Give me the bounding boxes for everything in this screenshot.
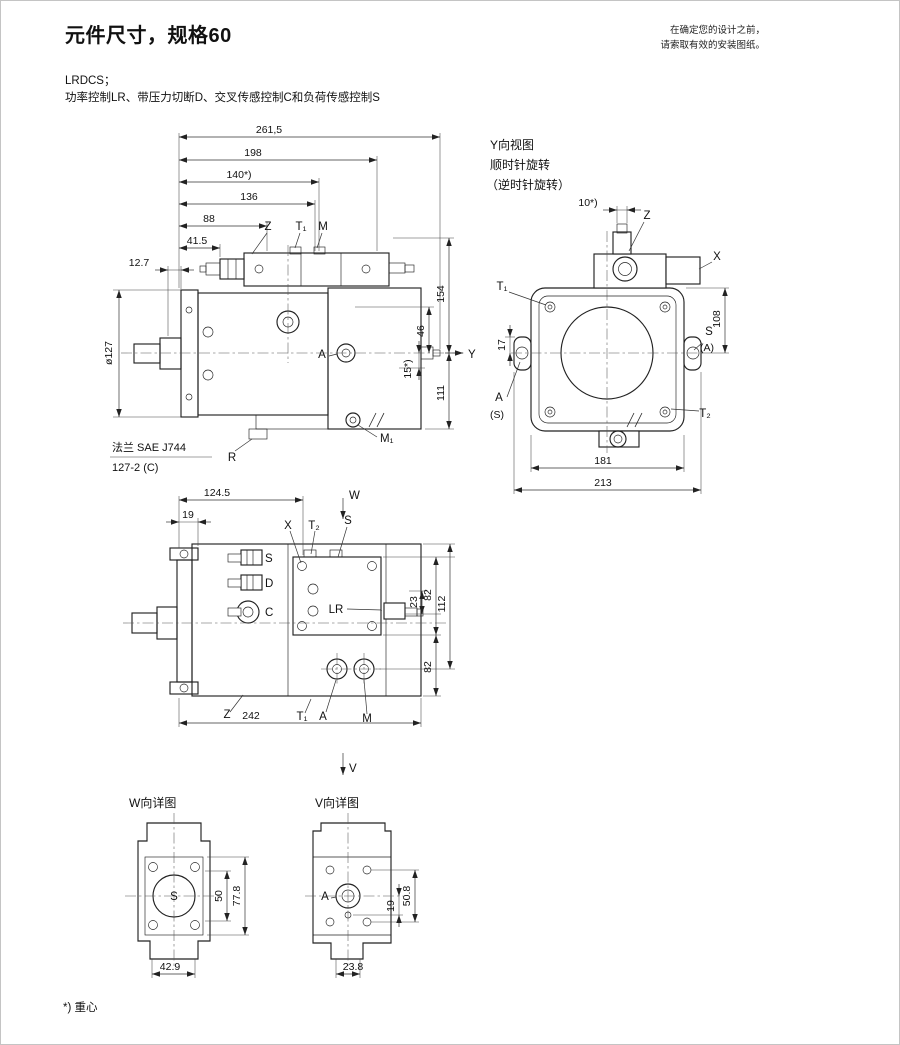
port-label-t2: T₂	[308, 520, 320, 532]
dim-19: 19	[385, 900, 397, 912]
dim-213: 213	[594, 477, 612, 489]
top-view-dimension-lines	[166, 497, 453, 775]
view-arrow-label-v: V	[349, 763, 357, 775]
dim-17: 17	[496, 339, 508, 351]
dim-50-8: 50.8	[401, 886, 413, 907]
dim-82-upper: 82	[422, 589, 434, 601]
design-note-line2: 请索取有效的安装图纸。	[660, 40, 765, 52]
y-view-subtitle1: 顺时针旋转	[490, 157, 550, 172]
control-label-lr: LR	[329, 604, 344, 616]
dim-198: 198	[244, 147, 262, 159]
dim-23: 23	[408, 596, 420, 608]
y-view-leader-lines	[506, 221, 713, 412]
port-label-d: D	[265, 578, 273, 590]
dim-136: 136	[240, 191, 258, 203]
w-detail-title: W向详图	[129, 795, 176, 810]
w-detail-view: W向详图	[125, 795, 249, 978]
dim-flange-diameter: ø127	[103, 341, 115, 365]
y-view-extension-lines	[505, 206, 729, 494]
port-label-z: Z	[643, 210, 650, 222]
top-view: 124.5 19 X T₂ S W S D C LR 23 82 112 82 …	[123, 487, 455, 775]
dim-82-lower: 82	[422, 661, 434, 673]
port-label-c: C	[265, 607, 273, 619]
top-view-outline	[123, 543, 449, 697]
port-label-x: X	[713, 251, 721, 263]
dim-46: 46	[415, 325, 427, 337]
port-label-m1: M₁	[380, 433, 394, 445]
port-label-s: S	[705, 326, 713, 338]
w-detail-dimensions	[151, 856, 249, 978]
control-code: LRDCS；	[65, 75, 116, 87]
dim-10-cog: 10*)	[578, 197, 597, 209]
side-view: 261,5 198 140*) 136 88 41.5 12.7 Z T₁ M …	[103, 124, 476, 474]
dim-19: 19	[182, 509, 194, 521]
dim-12-7: 12.7	[129, 257, 150, 269]
port-label-z: Z	[223, 709, 230, 721]
page-title: 元件尺寸，规格60	[65, 25, 232, 47]
y-view-dimension-lines	[507, 207, 728, 493]
v-detail-outline	[305, 813, 403, 967]
y-view-subtitle2: （逆时针旋转）	[486, 177, 570, 192]
dim-15-cog: 15*)	[402, 359, 414, 378]
flange-spec-line2: 127-2 (C)	[112, 462, 158, 474]
port-label-s-alt: (A)	[700, 342, 714, 354]
design-note-line1: 在确定您的设计之前，	[669, 25, 765, 36]
top-view-leader-lines	[229, 526, 383, 715]
port-label-t1: T₁	[296, 221, 307, 233]
port-label-z: Z	[264, 221, 271, 233]
control-description: LRDCS； 功率控制LR、带压力切断D、交叉传感控制C和负荷传感控制S	[65, 73, 380, 108]
dim-140-cog: 140*)	[226, 169, 251, 181]
side-view-dimension-lines	[116, 134, 463, 429]
side-view-leader-lines	[234, 232, 378, 452]
v-detail-dimensions	[335, 869, 419, 978]
side-view-extension-lines	[110, 133, 454, 458]
y-view: Y向视图 顺时针旋转 （逆时针旋转） 10*) Z X T₁ T₂ S (A) …	[486, 137, 729, 494]
port-label-t2: T₂	[699, 408, 711, 420]
port-label-m: M	[362, 713, 372, 725]
y-view-outline	[511, 223, 705, 453]
dim-124-5: 124.5	[204, 487, 230, 499]
port-label-t1: T₁	[497, 281, 508, 293]
view-arrow-label-w: W	[349, 490, 360, 502]
port-label-a-alt: (S)	[490, 409, 504, 421]
dim-111: 111	[435, 385, 447, 401]
dim-154: 154	[435, 285, 447, 303]
dim-88: 88	[203, 213, 215, 225]
side-view-outline	[121, 245, 466, 440]
v-detail-view: V向详图	[305, 795, 419, 978]
view-arrow-label-y: Y	[468, 349, 476, 361]
port-label-x: X	[284, 520, 292, 532]
control-description-line: 功率控制LR、带压力切断D、交叉传感控制C和负荷传感控制S	[65, 92, 380, 105]
port-label-s: S	[265, 553, 273, 565]
dim-overall-length: 261,5	[256, 124, 282, 136]
dim-77-8: 77.8	[231, 886, 243, 907]
v-detail-title: V向详图	[315, 795, 359, 810]
port-label-s: S	[170, 891, 178, 903]
y-view-title: Y向视图	[490, 137, 534, 152]
port-label-r: R	[228, 452, 236, 464]
dim-112: 112	[436, 595, 448, 612]
dim-41-5: 41.5	[187, 235, 208, 247]
port-label-a: A	[319, 711, 327, 723]
port-label-t1: T₁	[297, 711, 308, 723]
design-note: 在确定您的设计之前， 请索取有效的安装图纸。	[660, 23, 765, 53]
dim-23-8: 23.8	[343, 961, 364, 973]
port-label-m: M	[318, 221, 328, 233]
dim-50: 50	[213, 890, 225, 902]
flange-spec-line1: 法兰 SAE J744	[112, 440, 186, 454]
w-detail-outline	[125, 813, 221, 967]
port-label-a: A	[495, 392, 503, 404]
dim-42-9: 42.9	[160, 961, 181, 973]
footnote-center-of-gravity: *) 重心	[63, 1002, 98, 1014]
dim-242: 242	[242, 710, 260, 722]
port-label-s-upper: S	[344, 515, 352, 527]
port-label-a: A	[321, 891, 329, 903]
dim-181: 181	[594, 455, 612, 467]
dim-108: 108	[711, 310, 723, 328]
port-label-a: A	[318, 349, 326, 361]
